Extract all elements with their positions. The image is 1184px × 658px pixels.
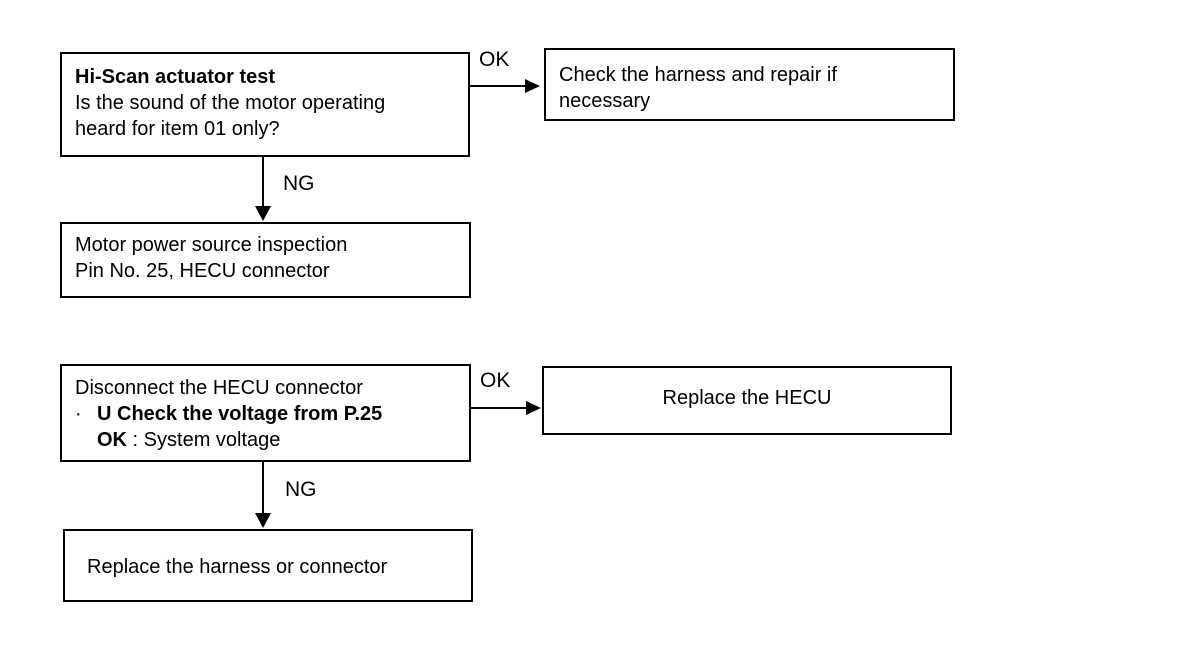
step1-actuator-test-box: Hi-Scan actuator test Is the sound of th… [60, 52, 470, 157]
step3-ok-value: : System voltage [127, 429, 281, 451]
arrowhead-step3-ng [255, 513, 271, 528]
step3-line1: Disconnect the HECU connector [75, 377, 363, 399]
step1-question-line2: heard for item 01 only? [75, 118, 280, 140]
step3-ng-result-text: Replace the harness or connector [87, 556, 388, 578]
step1-question-line1: Is the sound of the motor operating [75, 92, 386, 114]
step3-bullet: · [75, 403, 82, 425]
step3-line2-row: · U Check the voltage from P.25 [75, 401, 469, 427]
step3-line2: U Check the voltage from P.25 [97, 403, 383, 425]
step1-title: Hi-Scan actuator test [75, 66, 276, 88]
step3-ok-prefix: OK [97, 429, 127, 451]
step3-ok-label: OK [480, 369, 511, 392]
step1-ok-line2: necessary [559, 90, 651, 112]
step1-ok-line1: Check the harness and repair if [559, 64, 837, 86]
arrowhead-step1-ng [255, 206, 271, 221]
step1-ok-label: OK [479, 48, 510, 71]
step3-disconnect-box: Disconnect the HECU connector · U Check t… [60, 364, 471, 462]
step3-ok-row: OK : System voltage [75, 427, 469, 453]
step3-ng-label: NG [285, 478, 317, 501]
step3-ng-result-box: Replace the harness or connector [63, 529, 473, 602]
step1-ng-label: NG [283, 172, 315, 195]
step2-power-source-box: Motor power source inspection Pin No. 25… [60, 222, 471, 298]
arrowhead-step3-ok [526, 401, 541, 415]
step3-ok-result-text: Replace the HECU [662, 386, 832, 409]
step2-line2: Pin No. 25, HECU connector [75, 260, 330, 282]
step2-line1: Motor power source inspection [75, 234, 348, 256]
step3-ok-result-box: Replace the HECU [542, 366, 952, 435]
step1-ok-result-box: Check the harness and repair if necessar… [544, 48, 955, 121]
arrowhead-step1-ok [525, 79, 540, 93]
